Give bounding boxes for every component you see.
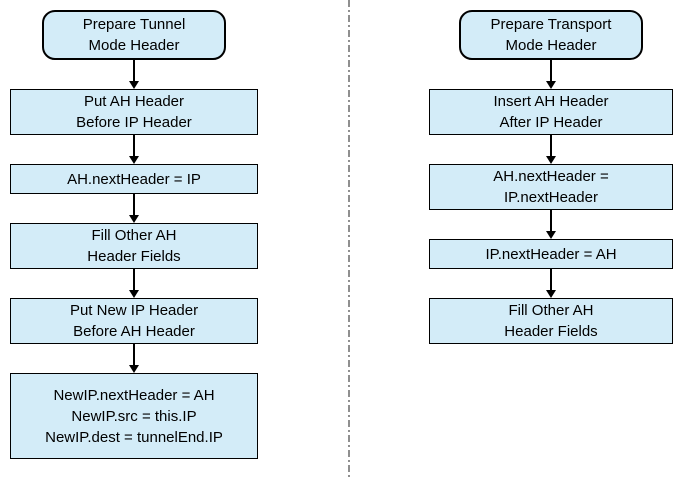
arrow-head-icon [129, 290, 139, 298]
flow-node: Fill Other AH Header Fields [10, 223, 258, 269]
flow-node: Insert AH Header After IP Header [429, 89, 673, 135]
flow-node-start: Prepare Transport Mode Header [459, 10, 643, 60]
flow-node-label: AH.nextHeader = IP.nextHeader [493, 168, 609, 206]
arrow-head-icon [129, 81, 139, 89]
arrow-head-icon [546, 81, 556, 89]
down-arrow-connector [129, 60, 139, 89]
down-arrow-connector [129, 344, 139, 373]
flow-node: Put AH Header Before IP Header [10, 89, 258, 135]
flow-node-label: Fill Other AH Header Fields [87, 227, 181, 265]
arrow-head-icon [129, 365, 139, 373]
arrow-head-icon [546, 231, 556, 239]
down-arrow-connector [546, 60, 556, 89]
vertical-dashdot-divider [348, 0, 350, 479]
arrow-shaft [550, 210, 552, 231]
arrow-head-icon [129, 215, 139, 223]
flow-node-label: Insert AH Header After IP Header [493, 93, 609, 131]
arrow-shaft [133, 135, 135, 156]
arrow-shaft [133, 194, 135, 215]
arrow-shaft [550, 135, 552, 156]
down-arrow-connector [546, 210, 556, 239]
down-arrow-connector [546, 135, 556, 164]
arrow-shaft [550, 60, 552, 81]
arrow-head-icon [546, 156, 556, 164]
down-arrow-connector [546, 269, 556, 298]
transport-mode-flow: Prepare Transport Mode Header Insert AH … [429, 10, 673, 344]
flow-node: Put New IP Header Before AH Header [10, 298, 258, 344]
flow-node-end: NewIP.nextHeader = AH NewIP.src = this.I… [10, 373, 258, 459]
tunnel-mode-flow: Prepare Tunnel Mode Header Put AH Header… [10, 10, 258, 459]
down-arrow-connector [129, 269, 139, 298]
flow-node-label: NewIP.nextHeader = AH NewIP.src = this.I… [45, 386, 223, 446]
flow-node-label: Put New IP Header Before AH Header [69, 302, 199, 340]
flow-node-label: Prepare Tunnel Mode Header [82, 16, 186, 54]
flow-node-label: Fill Other AH Header Fields [504, 302, 598, 340]
flow-node-label: Put AH Header Before IP Header [76, 93, 192, 131]
flow-node-start: Prepare Tunnel Mode Header [42, 10, 226, 60]
flow-node: AH.nextHeader = IP [10, 164, 258, 194]
arrow-head-icon [546, 290, 556, 298]
arrow-head-icon [129, 156, 139, 164]
flow-node-label: Prepare Transport Mode Header [490, 16, 612, 54]
flow-node: IP.nextHeader = AH [429, 239, 673, 269]
down-arrow-connector [129, 194, 139, 223]
arrow-shaft [133, 269, 135, 290]
flow-node-label: AH.nextHeader = IP [67, 170, 201, 188]
arrow-shaft [133, 344, 135, 365]
flow-node-end: Fill Other AH Header Fields [429, 298, 673, 344]
flow-node: AH.nextHeader = IP.nextHeader [429, 164, 673, 210]
arrow-shaft [133, 60, 135, 81]
down-arrow-connector [129, 135, 139, 164]
arrow-shaft [550, 269, 552, 290]
flow-node-label: IP.nextHeader = AH [485, 245, 617, 263]
